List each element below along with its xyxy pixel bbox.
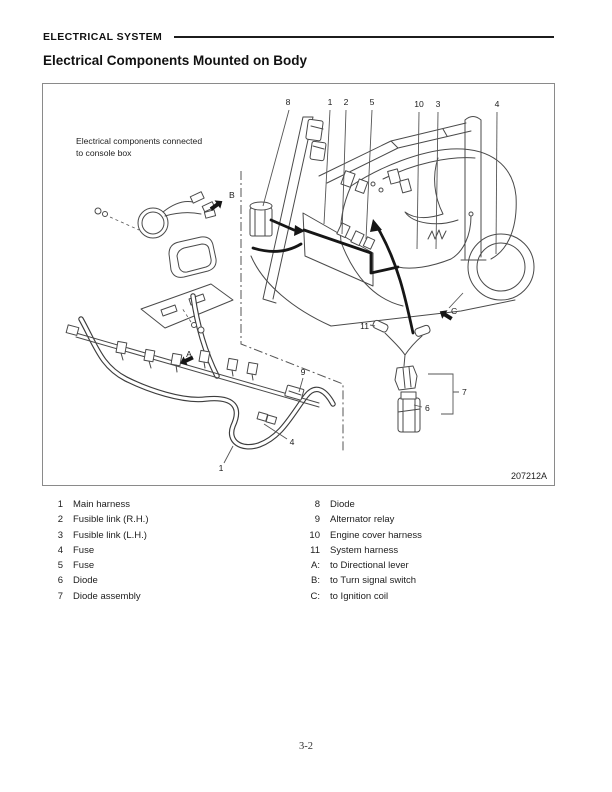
figure-box: 8 1 2 5 10 3 4 B A C 11 9 4 1 6 7 Electr… <box>42 83 555 486</box>
list-item: B: to Turn signal switch <box>300 573 550 588</box>
legend-label: Fusible link (L.H.) <box>73 529 147 541</box>
list-item: 5 Fuse <box>43 558 300 573</box>
callout-b: B <box>229 190 235 200</box>
diode-assembly-drawing <box>372 319 431 433</box>
callout-c: C <box>451 306 457 316</box>
body-connectors <box>249 118 412 250</box>
callout-6: 6 <box>425 403 430 413</box>
legend-label: Fuse <box>73 544 95 556</box>
figure-caption-line1: Electrical components connected <box>76 136 203 146</box>
legend-num: 11 <box>310 544 320 556</box>
forklift-outline <box>250 116 535 327</box>
list-item: 10 Engine cover harness <box>300 528 550 543</box>
legend-column-left: 1 Main harness 2 Fusible link (R.H.) 3 F… <box>43 497 300 604</box>
inset-divider-line <box>240 171 344 453</box>
main-harness-drawing <box>65 316 336 450</box>
direction-arrow-icon-c <box>439 310 453 321</box>
direction-arrow-icon-a <box>180 355 194 366</box>
legend-num: 1 <box>57 499 63 510</box>
legend-column-right: 8 Diode 9 Alternator relay 10 Engine cov… <box>300 497 550 604</box>
bold-harness-routes <box>251 218 415 335</box>
list-item: 2 Fusible link (R.H.) <box>43 512 300 527</box>
callout-10: 10 <box>414 99 424 109</box>
callout-leaders <box>223 109 498 464</box>
list-item: C: to Ignition coil <box>300 589 550 604</box>
figure-caption: Electrical components connected to conso… <box>76 136 202 159</box>
figure-caption-line2: to console box <box>76 147 132 158</box>
section-heading: ELECTRICAL SYSTEM <box>43 31 163 43</box>
list-item: 1 Main harness <box>43 497 300 512</box>
legend-label: Fuse <box>73 560 95 572</box>
legend-label: Fusible link (R.H.) <box>73 514 149 526</box>
legend-label: Engine cover harness <box>330 529 422 541</box>
direction-arrow-icon-b <box>209 200 223 211</box>
callout-11: 11 <box>360 321 369 331</box>
legend-num: 2 <box>57 514 63 526</box>
page-number: 3-2 <box>299 741 313 752</box>
list-item: 9 Alternator relay <box>300 512 550 527</box>
callout-4-bottom: 4 <box>290 437 295 447</box>
legend-label: Diode <box>330 499 355 510</box>
callout-7: 7 <box>462 387 467 397</box>
legend-label: Diode <box>73 575 98 587</box>
figure-code: 207212A <box>510 471 547 481</box>
list-item: 7 Diode assembly <box>43 589 300 604</box>
list-item: 11 System harness <box>300 543 550 558</box>
legend-num: 3 <box>57 529 63 541</box>
callout-1: 1 <box>328 97 333 107</box>
callout-2: 2 <box>344 97 349 107</box>
parts-legend: 1 Main harness 2 Fusible link (R.H.) 3 F… <box>43 497 550 604</box>
harness-branch-connectors <box>115 340 259 381</box>
legend-num: 8 <box>314 499 320 510</box>
callout-labels: 8 1 2 5 10 3 4 B A C 11 9 4 1 6 7 <box>186 97 499 473</box>
console-inset-drawing <box>94 191 234 379</box>
legend-label: System harness <box>330 544 399 556</box>
list-item: A: to Directional lever <box>300 558 550 573</box>
legend-num: 4 <box>57 544 63 556</box>
page-title: Electrical Components Mounted on Body <box>43 53 308 68</box>
legend-label: to Directional lever <box>330 560 409 572</box>
callout-9: 9 <box>301 367 306 377</box>
legend-label: to Ignition coil <box>330 590 389 602</box>
list-item: 3 Fusible link (L.H.) <box>43 528 300 543</box>
legend-num: 7 <box>57 590 63 602</box>
legend-num: 6 <box>57 575 63 587</box>
legend-num: C: <box>310 590 321 602</box>
legend-num: B: <box>311 575 320 587</box>
callout-3: 3 <box>436 99 441 109</box>
legend-label: Alternator relay <box>330 514 395 526</box>
wiring-diagram: 8 1 2 5 10 3 4 B A C 11 9 4 1 6 7 <box>65 97 535 473</box>
callout-a: A <box>186 349 192 359</box>
list-item: 8 Diode <box>300 497 550 512</box>
legend-label: Main harness <box>73 499 131 510</box>
legend-label: to Turn signal switch <box>330 575 417 587</box>
header-rule <box>174 35 554 39</box>
legend-num: 9 <box>314 514 320 526</box>
callout-8: 8 <box>286 97 291 107</box>
legend-label: Diode assembly <box>73 590 141 602</box>
list-item: 6 Diode <box>43 573 300 588</box>
callout-1-bottom: 1 <box>219 463 224 473</box>
legend-num: 5 <box>57 560 63 572</box>
callout-5: 5 <box>370 97 375 107</box>
legend-num: 10 <box>309 529 320 541</box>
callout-4-top: 4 <box>495 99 500 109</box>
page-header: ELECTRICAL SYSTEM <box>43 31 554 43</box>
list-item: 4 Fuse <box>43 543 300 558</box>
legend-num: A: <box>311 560 320 572</box>
